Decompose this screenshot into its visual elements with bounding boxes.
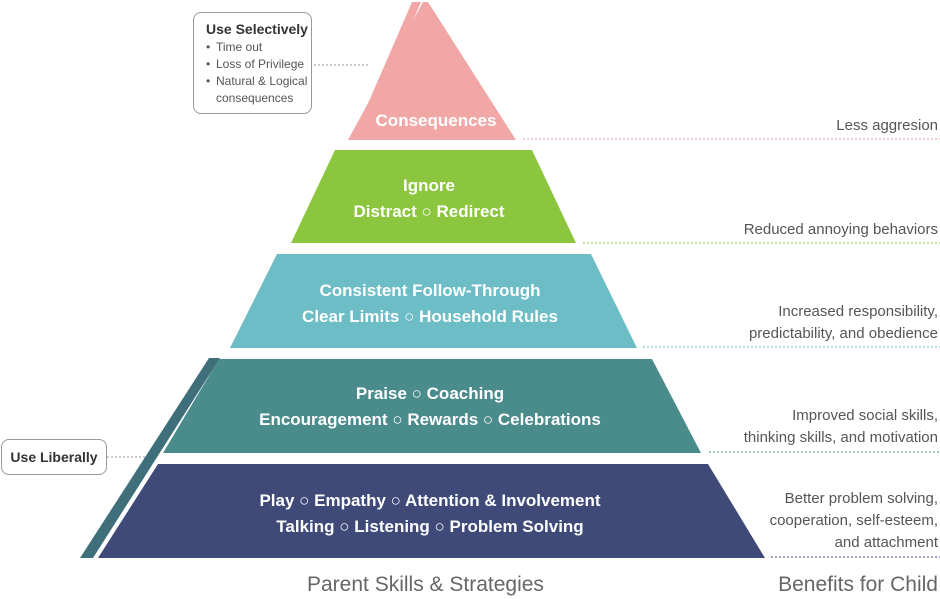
benefit-line: Reduced annoying behaviors [743, 221, 938, 238]
footer-benefits-for-child: Benefits for Child [778, 573, 938, 596]
separator-circle-icon: ○ [386, 491, 405, 510]
tier-skill-label: Celebrations [498, 410, 601, 429]
tier-skill-label: Play [259, 491, 295, 510]
tier-consequences [348, 2, 516, 140]
tier-ignore-line: Ignore [403, 176, 455, 195]
benefit-line: Improved social skills, [792, 407, 938, 424]
tier-skill-label: Redirect [437, 202, 505, 221]
separator-circle-icon: ○ [417, 202, 437, 221]
use-liberally-callout: Use Liberally [1, 439, 107, 475]
tier-skill-label: Consistent Follow-Through [320, 281, 541, 300]
use-selectively-callout: Use Selectively • Time out • Loss of Privi… [193, 12, 312, 114]
tier-praise [163, 359, 701, 453]
tier-skill-label: Problem Solving [450, 517, 584, 536]
use-selectively-item-label: Loss of Privilege [216, 57, 305, 71]
tier-limits [230, 254, 637, 348]
tier-skill-label: Listening [354, 517, 430, 536]
bullet-icon: • [206, 40, 211, 54]
separator-circle-icon: ○ [294, 491, 314, 510]
benefit-limits: Increased responsibility, predictability… [749, 301, 938, 345]
tier-praise-line: Encouragement ○ Rewards ○ Celebrations [259, 410, 601, 429]
tier-skill-label: Rewards [407, 410, 478, 429]
benefit-line: predictability, and obedience [748, 325, 938, 342]
tier-skill-label: Coaching [427, 384, 504, 403]
use-selectively-item: • Time out [206, 39, 311, 56]
tier-limits-line: Clear Limits ○ Household Rules [302, 307, 558, 326]
footer-parent-skills: Parent Skills & Strategies [307, 573, 544, 596]
tier-play-line: Play ○ Empathy ○ Attention & Involvement [259, 491, 600, 510]
benefit-ignore: Reduced annoying behaviors [744, 219, 938, 241]
benefit-play: Better problem solving, cooperation, sel… [770, 488, 938, 554]
tier-skill-label: Consequences [376, 111, 497, 130]
use-selectively-item: • Natural & Logical consequences [206, 73, 311, 107]
benefit-line: Less aggresion [836, 117, 938, 134]
tier-skill-label: Ignore [403, 176, 455, 195]
separator-circle-icon: ○ [407, 384, 427, 403]
tier-skill-label: Attention & Involvement [405, 491, 601, 510]
use-liberally-title: Use Liberally [10, 449, 98, 465]
tier-skill-label: Talking [276, 517, 334, 536]
tier-skill-label: Praise [356, 384, 407, 403]
tier-skill-label: Encouragement [259, 410, 388, 429]
tier-consequences-line: Consequences [376, 111, 497, 130]
liberally-bracket-bar [80, 358, 220, 558]
tier-play-line: Talking ○ Listening ○ Problem Solving [276, 517, 583, 536]
tier-praise-line: Praise ○ Coaching [356, 384, 504, 403]
tier-ignore [291, 150, 576, 243]
benefit-line: cooperation, self-esteem, [769, 512, 938, 529]
separator-circle-icon: ○ [430, 517, 450, 536]
benefit-line: and attachment [834, 534, 938, 551]
tier-skill-label: Clear Limits [302, 307, 399, 326]
benefit-praise: Improved social skills, thinking skills,… [744, 405, 938, 449]
benefit-line: thinking skills, and motivation [743, 429, 938, 446]
benefit-line: Better problem solving, [784, 490, 938, 507]
tier-ignore-line: Distract ○ Redirect [353, 202, 504, 221]
use-selectively-item-label: Time out [216, 40, 263, 54]
use-selectively-title: Use Selectively [206, 21, 308, 37]
separator-circle-icon: ○ [478, 410, 498, 429]
bullet-icon: • [206, 57, 211, 71]
benefit-line: Increased responsibility, [778, 303, 938, 320]
tier-skill-label: Empathy [314, 491, 386, 510]
use-selectively-item: • Loss of Privilege [206, 56, 311, 73]
tier-skill-label: Distract [353, 202, 417, 221]
use-selectively-item-label: Natural & Logical consequences [216, 74, 308, 105]
tier-limits-line: Consistent Follow-Through [320, 281, 541, 300]
bullet-icon: • [206, 74, 211, 88]
separator-circle-icon: ○ [335, 517, 355, 536]
benefit-consequences: Less aggresion [836, 115, 938, 137]
separator-circle-icon: ○ [388, 410, 408, 429]
tier-skill-label: Household Rules [419, 307, 558, 326]
separator-circle-icon: ○ [399, 307, 419, 326]
tier-play [98, 464, 765, 558]
use-selectively-list: • Time out • Loss of Privilege • Natural & … [206, 39, 311, 107]
